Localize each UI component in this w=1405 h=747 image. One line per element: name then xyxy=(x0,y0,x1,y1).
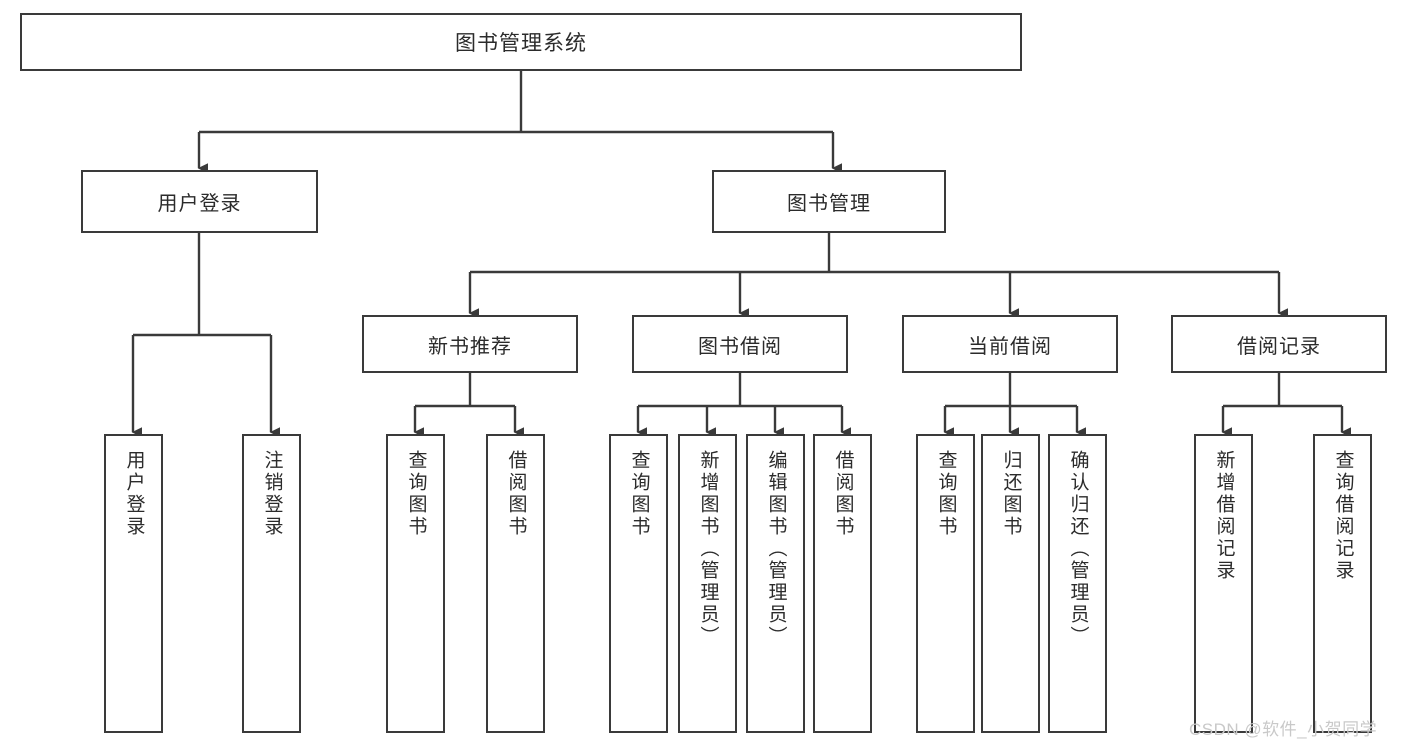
node-book-management[interactable]: 图书管理 xyxy=(712,170,946,233)
leaf-label: 借阅图书 xyxy=(505,450,527,538)
leaf-current-borrow-confirm-return[interactable]: 确认归还（管理员） xyxy=(1048,434,1107,733)
leaf-label: 确认归还（管理员） xyxy=(1067,450,1089,648)
leaf-borrow-record-add[interactable]: 新增借阅记录 xyxy=(1194,434,1253,733)
node-current-borrow-label: 当前借阅 xyxy=(968,335,1052,358)
node-user-login[interactable]: 用户登录 xyxy=(81,170,318,233)
node-book-borrow-label: 图书借阅 xyxy=(698,335,782,358)
leaf-label: 查询借阅记录 xyxy=(1332,450,1354,582)
leaf-label: 新增借阅记录 xyxy=(1213,450,1235,582)
leaf-book-borrow-query[interactable]: 查询图书 xyxy=(609,434,668,733)
csdn-watermark: CSDN @软件_小贺同学 xyxy=(1189,720,1378,739)
leaf-new-book-query[interactable]: 查询图书 xyxy=(386,434,445,733)
node-borrow-record-label: 借阅记录 xyxy=(1237,335,1321,358)
node-book-management-label: 图书管理 xyxy=(787,193,871,215)
node-new-book-recommend-label: 新书推荐 xyxy=(428,335,512,358)
node-current-borrow[interactable]: 当前借阅 xyxy=(902,315,1118,373)
node-new-book-recommend[interactable]: 新书推荐 xyxy=(362,315,578,373)
leaf-user-login-logout[interactable]: 注销登录 xyxy=(242,434,301,733)
leaf-book-borrow-edit[interactable]: 编辑图书（管理员） xyxy=(746,434,805,733)
leaf-label: 查询图书 xyxy=(628,450,650,538)
leaf-label: 编辑图书（管理员） xyxy=(765,450,787,648)
node-user-login-label: 用户登录 xyxy=(157,193,242,215)
node-book-borrow[interactable]: 图书借阅 xyxy=(632,315,848,373)
leaf-label: 新增图书（管理员） xyxy=(697,450,719,648)
leaf-label: 查询图书 xyxy=(935,450,957,538)
leaf-borrow-record-query[interactable]: 查询借阅记录 xyxy=(1313,434,1372,733)
leaf-label: 注销登录 xyxy=(261,450,283,538)
node-root[interactable]: 图书管理系统 xyxy=(20,13,1022,71)
leaf-label: 借阅图书 xyxy=(832,450,854,538)
leaf-new-book-borrow[interactable]: 借阅图书 xyxy=(486,434,545,733)
node-borrow-record[interactable]: 借阅记录 xyxy=(1171,315,1387,373)
leaf-label: 查询图书 xyxy=(405,450,427,538)
leaf-book-borrow-borrow[interactable]: 借阅图书 xyxy=(813,434,872,733)
leaf-user-login-login[interactable]: 用户登录 xyxy=(104,434,163,733)
leaf-current-borrow-return[interactable]: 归还图书 xyxy=(981,434,1040,733)
leaf-current-borrow-query[interactable]: 查询图书 xyxy=(916,434,975,733)
leaf-label: 用户登录 xyxy=(123,450,145,538)
leaf-label: 归还图书 xyxy=(1000,450,1022,538)
leaf-book-borrow-add[interactable]: 新增图书（管理员） xyxy=(678,434,737,733)
node-root-label: 图书管理系统 xyxy=(455,32,587,55)
